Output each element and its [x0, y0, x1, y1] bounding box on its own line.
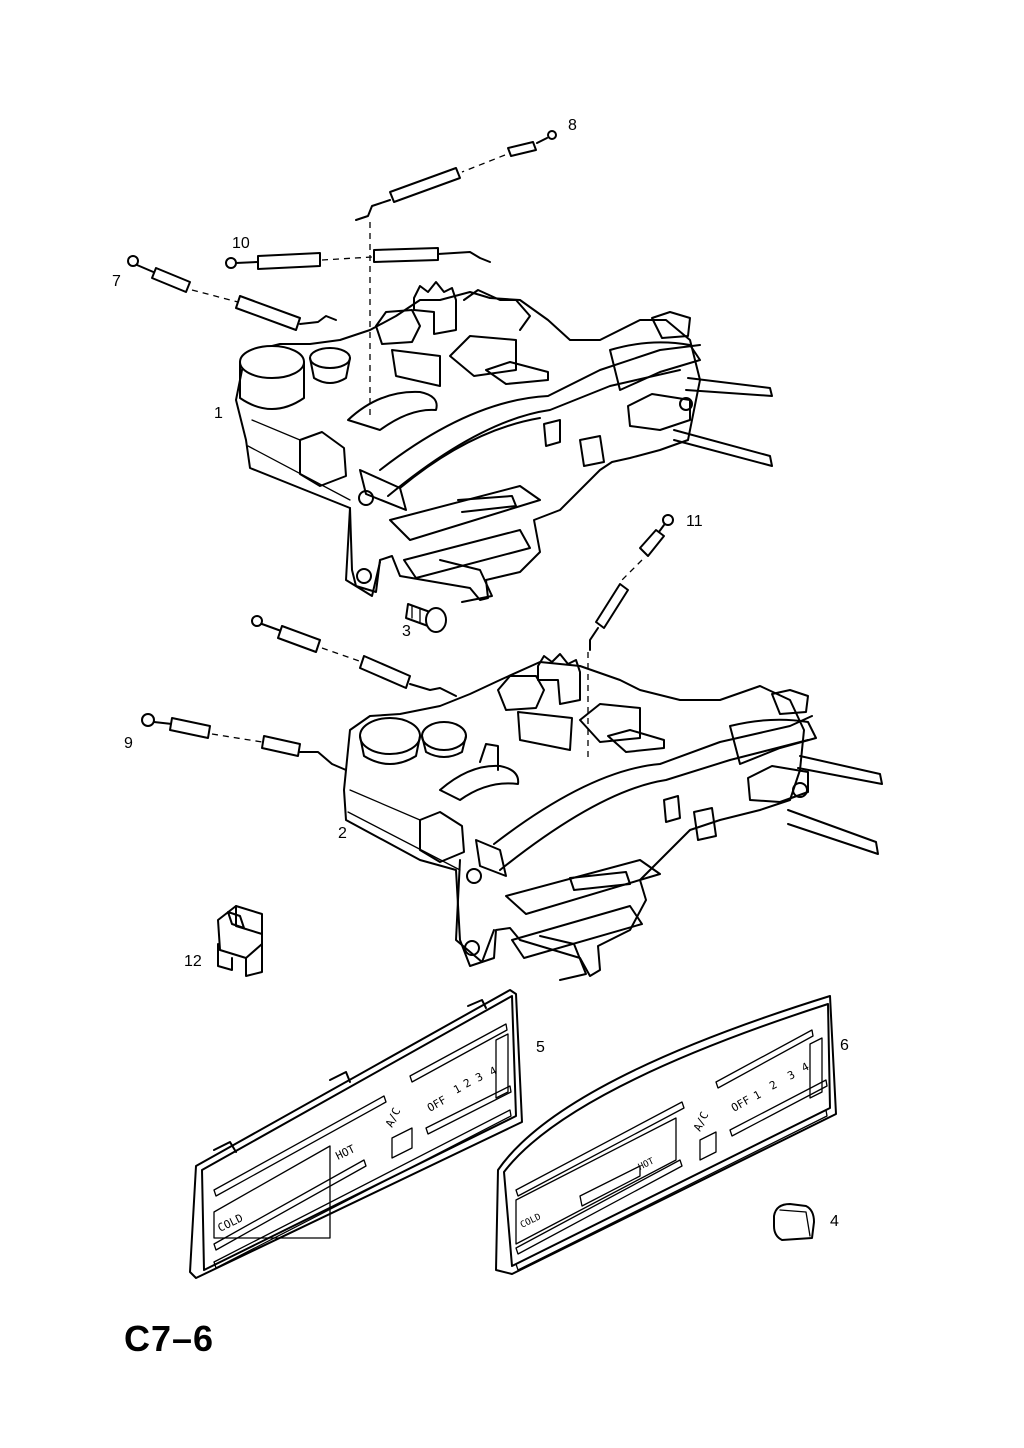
- callout-8: 8: [568, 117, 577, 134]
- cable-9: [141, 713, 347, 771]
- panel5-label-3: 3: [473, 1070, 485, 1085]
- callout-12: 12: [184, 953, 202, 970]
- panel5-label-hot: HOT: [334, 1142, 358, 1163]
- cable-11: [587, 514, 674, 760]
- cable-8: [355, 130, 557, 420]
- cable-upper-bottom: [251, 615, 457, 697]
- control-unit-2: [343, 653, 883, 981]
- panel5-label-cold: COLD: [216, 1211, 246, 1234]
- panel6-label-3: 3: [785, 1068, 797, 1083]
- cable-10: [225, 247, 491, 270]
- panel5-label-1: 1: [451, 1082, 463, 1097]
- panel5-label-2: 2: [461, 1076, 473, 1091]
- panel6-label-1: 1: [751, 1088, 763, 1103]
- callout-3: 3: [402, 623, 411, 640]
- panel6-label-cold: COLD: [519, 1212, 543, 1230]
- knob-cap-4: [773, 1203, 815, 1241]
- callout-10: 10: [232, 235, 250, 252]
- callout-2: 2: [338, 825, 347, 842]
- callout-7: 7: [112, 273, 121, 290]
- callout-11: 11: [686, 513, 703, 530]
- panel6-label-ac: A/C: [691, 1110, 711, 1134]
- screw-3: [405, 603, 447, 633]
- callout-1: 1: [214, 405, 223, 422]
- callout-4: 4: [830, 1213, 839, 1230]
- panel5-label-ac: A/C: [383, 1106, 403, 1130]
- panel6-label-hot: HOT: [637, 1156, 657, 1172]
- faceplate-5: COLD HOT A/C OFF 1 2 3 4: [189, 989, 523, 1279]
- callout-6: 6: [840, 1037, 849, 1054]
- panel5-label-4: 4: [487, 1064, 499, 1079]
- clip-12: [217, 905, 263, 977]
- cable-7: [127, 255, 337, 331]
- panel6-label-off: OFF: [729, 1093, 753, 1114]
- panel6-label-2: 2: [767, 1078, 779, 1093]
- control-unit-1: [235, 281, 773, 603]
- panel5-label-off: OFF: [425, 1093, 449, 1114]
- page-code: C7–6: [124, 1318, 215, 1359]
- callout-5: 5: [536, 1039, 545, 1056]
- callout-9: 9: [124, 735, 133, 752]
